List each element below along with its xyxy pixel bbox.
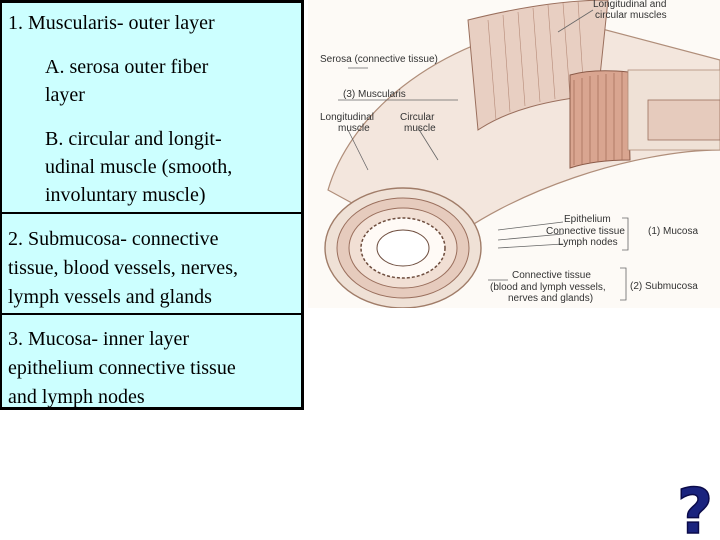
label-mucosa: (1) Mucosa — [648, 226, 698, 237]
label-connective2-line1: Connective tissue — [512, 270, 591, 281]
item-serosa-line2: layer — [45, 84, 85, 106]
item-mucosa-line1: 3. Mucosa- inner layer — [8, 328, 190, 350]
label-circular-line2: muscle — [404, 123, 436, 134]
label-long-circ-line1: Longitudinal and — [593, 0, 666, 10]
separator-1 — [2, 212, 304, 214]
separator-2 — [2, 313, 304, 315]
item-muscle-line1: B. circular and longit- — [45, 128, 222, 150]
lumen — [376, 229, 430, 267]
item-submucosa-line3: lymph vessels and glands — [8, 286, 212, 308]
intestine-cross-section-diagram: Longitudinal and circular muscles Serosa… — [308, 0, 720, 308]
item-submucosa-line1: 2. Submucosa- connective — [8, 228, 219, 250]
label-muscularis: (3) Muscularis — [343, 89, 406, 100]
item-serosa-line1: A. serosa outer fiber — [45, 56, 209, 78]
circular-muscle-layer — [569, 70, 631, 169]
item-muscle-line3: involuntary muscle) — [45, 184, 206, 206]
item-mucosa-line3: and lymph nodes — [8, 386, 145, 408]
label-long-circ-line2: circular muscles — [595, 10, 667, 21]
item-submucosa-line2: tissue, blood vessels, nerves, — [8, 257, 238, 279]
label-connective2-line2: (blood and lymph vessels, — [490, 282, 606, 293]
question-mark-icon[interactable]: ? — [672, 478, 718, 538]
label-connective2-line3: nerves and glands) — [508, 293, 593, 304]
label-longitudinal-line1: Longitudinal — [320, 112, 374, 123]
label-lymph-nodes: Lymph nodes — [558, 237, 618, 248]
text-panel: 1. Muscularis- outer layer A. serosa out… — [0, 0, 304, 410]
question-glyph: ? — [677, 478, 713, 538]
item-muscle-line2: udinal muscle (smooth, — [45, 156, 233, 178]
label-epithelium: Epithelium — [564, 214, 611, 225]
item-mucosa-line2: epithelium connective tissue — [8, 357, 236, 379]
label-longitudinal-line2: muscle — [338, 123, 370, 134]
item-muscularis: 1. Muscularis- outer layer — [8, 12, 215, 34]
label-connective: Connective tissue — [546, 226, 625, 237]
label-submucosa: (2) Submucosa — [630, 281, 698, 292]
label-serosa: Serosa (connective tissue) — [320, 54, 438, 65]
label-circular-line1: Circular — [400, 112, 435, 123]
